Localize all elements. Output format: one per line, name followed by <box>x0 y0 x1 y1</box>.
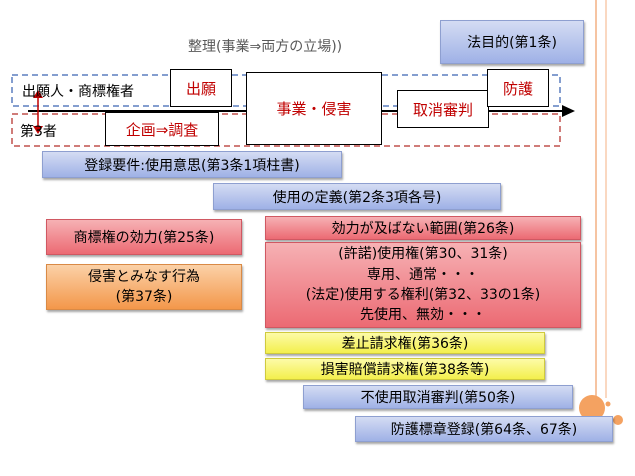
definition-of-use-box: 使用の定義(第2条3項各号) <box>213 183 501 210</box>
non-use-cancellation-box: 不使用取消審判(第50条) <box>303 385 573 409</box>
limits-of-effect-box: 効力が及ばない範囲(第26条) <box>265 216 581 240</box>
license-line2: 専用、通常・・・ <box>367 266 479 283</box>
application-box: 出願 <box>170 69 232 107</box>
license-line1: (許諾)使用権(第30、31条) <box>338 246 508 263</box>
license-line4: 先使用、無効・・・ <box>360 307 486 324</box>
frame-dot-small <box>613 415 623 425</box>
deemed-infringement-box: 侵害とみなす行為 (第37条) <box>46 264 242 310</box>
arrow-head <box>562 105 575 117</box>
licenses-box: (許諾)使用権(第30、31条) 専用、通常・・・ (法定)使用する権利(第32… <box>265 242 581 328</box>
injunction-box: 差止請求権(第36条) <box>265 332 545 354</box>
business-box: 事業・侵害 <box>246 72 382 145</box>
defensive-registration-box: 防護標章登録(第64条、67条) <box>355 416 613 442</box>
license-line3: (法定)使用する権利(第32、33の1条) <box>305 287 541 303</box>
trademark-effect-box: 商標権の効力(第25条) <box>46 219 242 255</box>
third-party-label: 第3者 <box>20 124 57 140</box>
deemed-infringement-line1: 侵害とみなす行為 <box>88 268 200 285</box>
purpose-box: 法目的(第1条) <box>440 20 584 64</box>
page-title: 整理(事業⇒両方の立場)) <box>188 39 343 55</box>
deemed-infringement-line2: (第37条) <box>115 289 173 305</box>
cancellation-box: 取消審判 <box>397 90 489 128</box>
protection-box: 防護 <box>487 69 549 107</box>
registration-requirement-box: 登録要件:使用意思(第3条1項柱書) <box>42 151 342 178</box>
frame-dot-tiny <box>605 401 611 407</box>
frame-dot-large <box>579 395 605 421</box>
damages-box: 損害賠償請求権(第38条等) <box>265 358 545 380</box>
applicant-label: 出願人・商標権者 <box>22 84 134 100</box>
planning-box: 企画⇒調査 <box>105 112 219 146</box>
